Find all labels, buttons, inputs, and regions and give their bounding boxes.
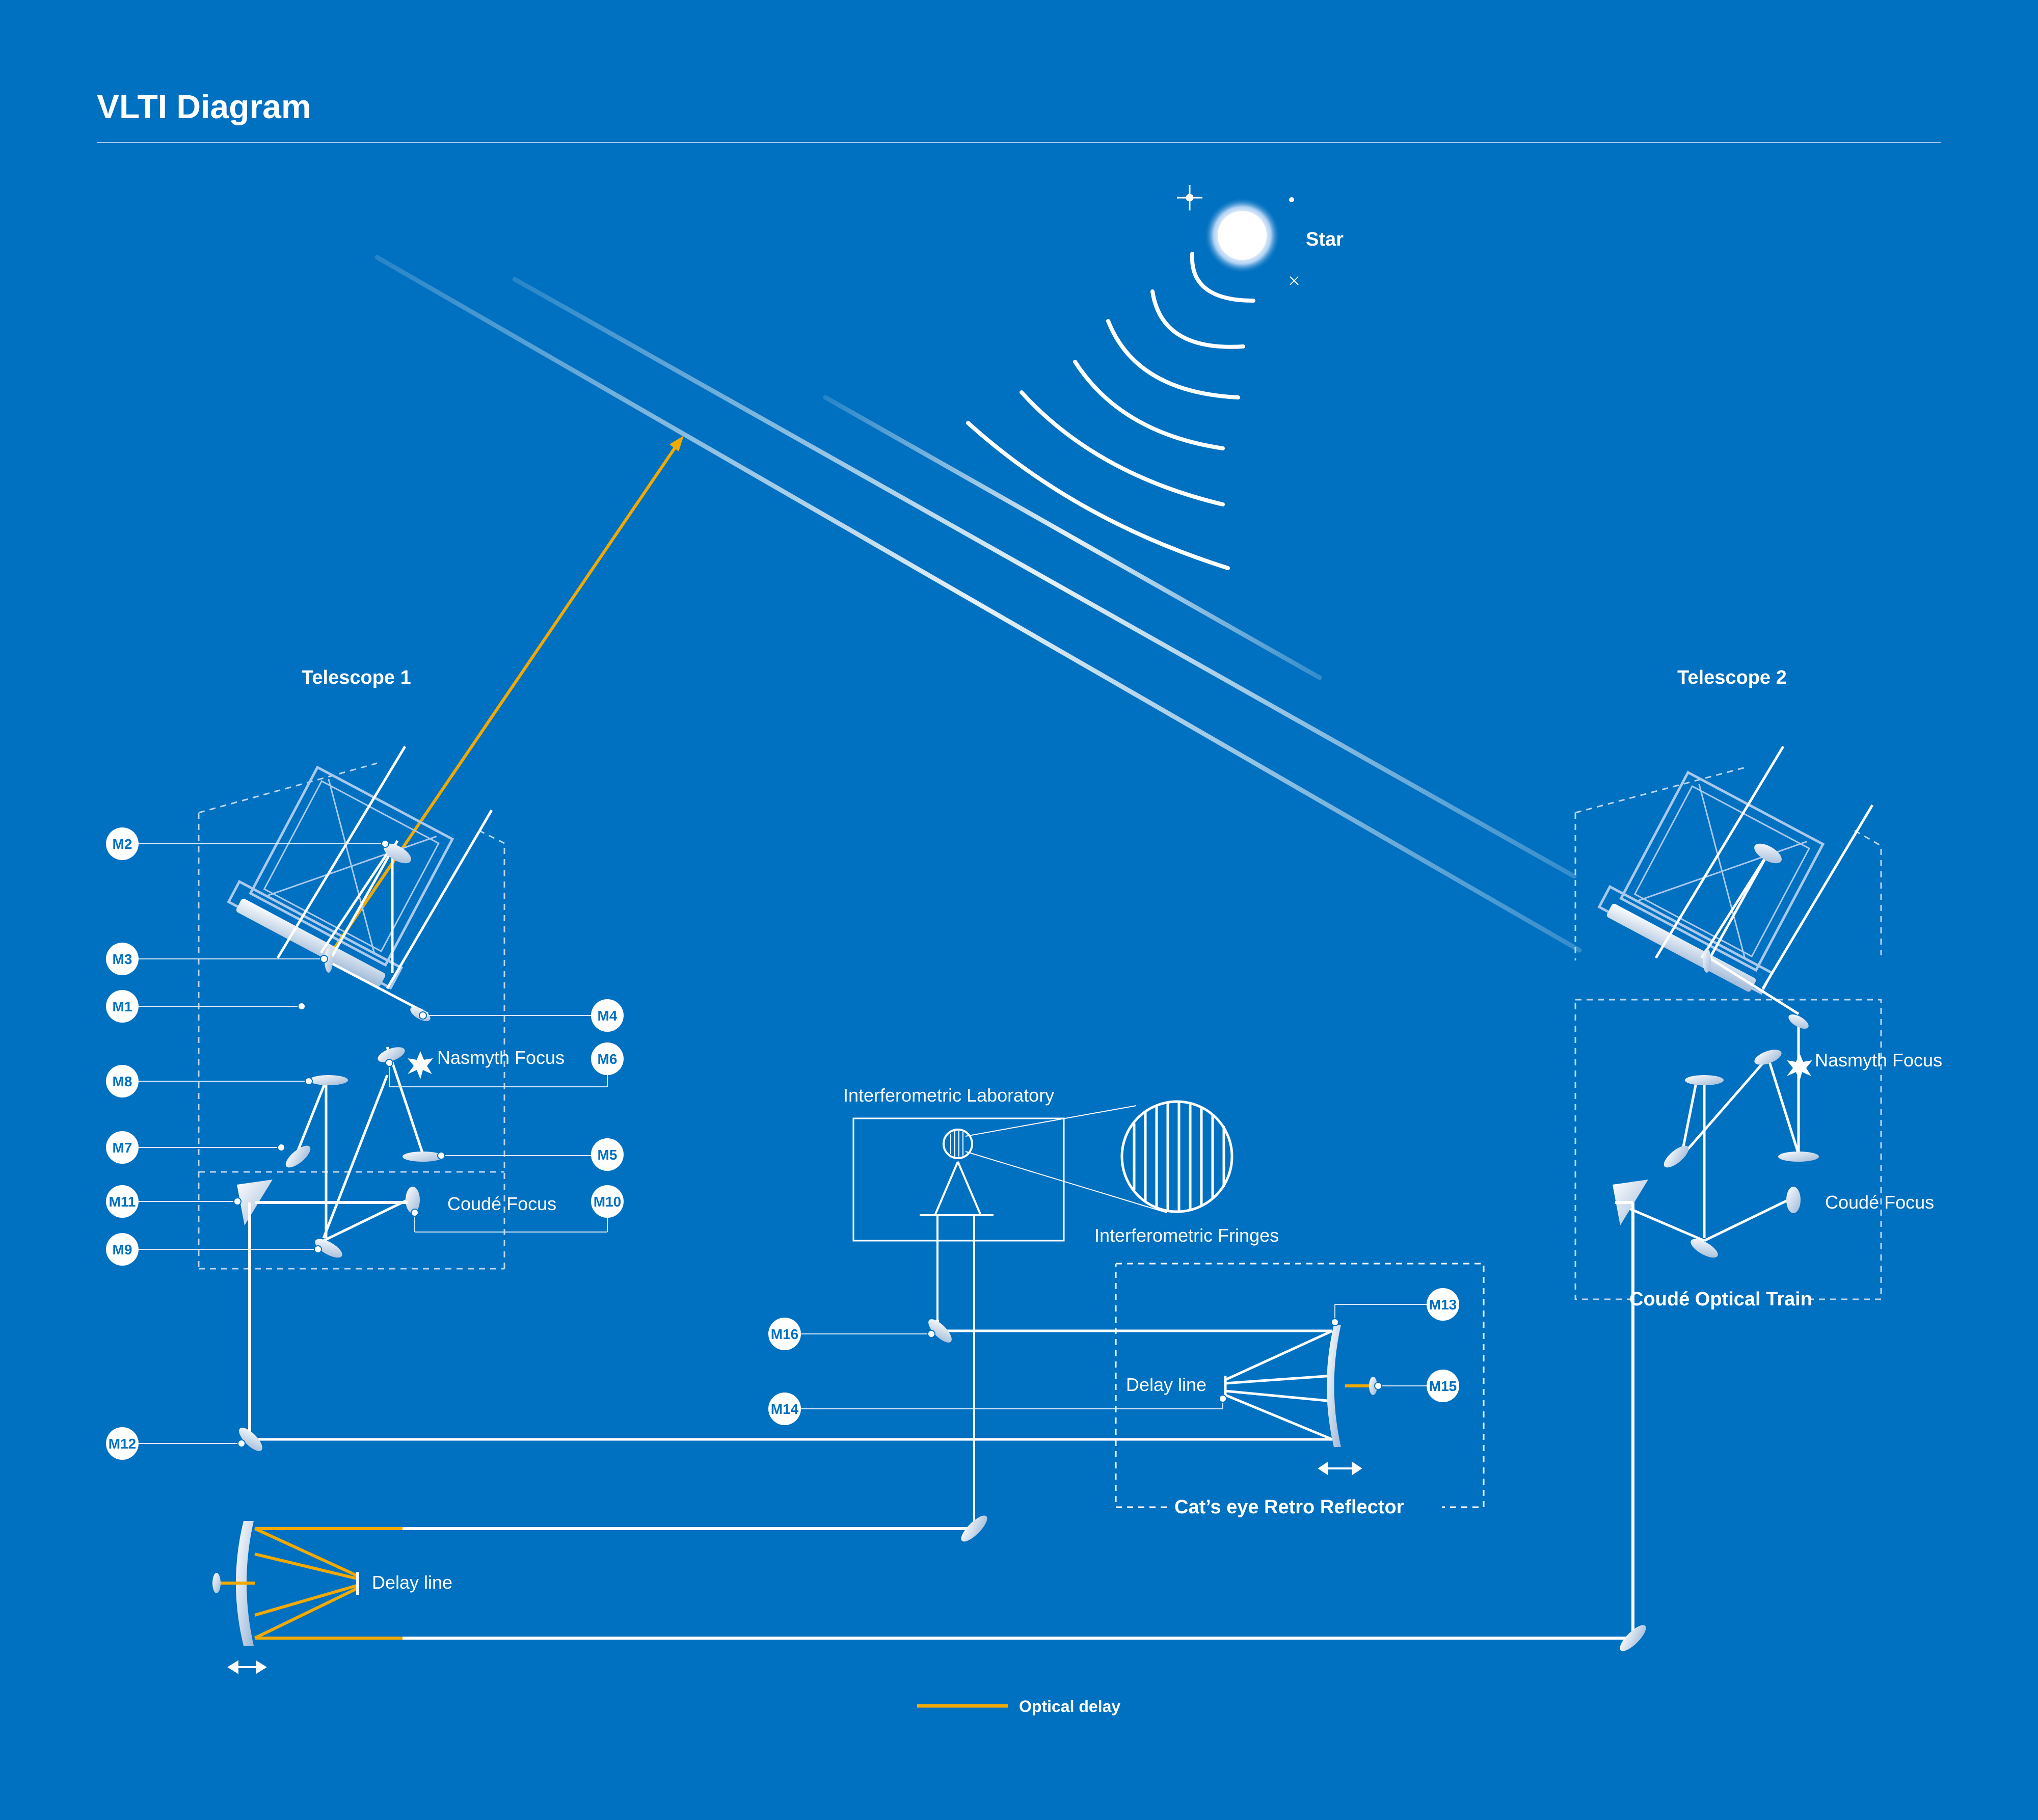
lower-delay-line — [219, 1527, 403, 1640]
delay-line-label-2: Delay line — [372, 1572, 452, 1593]
m1-primary-mirror — [236, 898, 386, 987]
coude-optical-train-box — [1574, 999, 1882, 1300]
m13-mirror — [1327, 1325, 1341, 1447]
svg-text:M5: M5 — [598, 1147, 618, 1163]
svg-text:M8: M8 — [113, 1074, 132, 1089]
svg-text:M11: M11 — [109, 1194, 136, 1210]
nasmyth-focus-2-icon — [1787, 1053, 1812, 1081]
cats-eye-optics — [250, 1329, 1333, 1441]
m12-badge: M12 — [106, 1427, 139, 1460]
coude-focus-label-2: Coudé Focus — [1825, 1192, 1934, 1213]
double-arrow-icon — [1318, 1461, 1362, 1476]
lab-leaders — [122, 1304, 1443, 1444]
svg-text:M15: M15 — [1429, 1378, 1457, 1394]
light-beams — [374, 255, 1582, 953]
svg-text:M12: M12 — [109, 1436, 136, 1452]
wavefronts — [966, 252, 1255, 570]
svg-text:M16: M16 — [771, 1326, 798, 1342]
svg-text:M2: M2 — [113, 836, 132, 852]
nasmyth-focus-label-2: Nasmyth Focus — [1815, 1050, 1942, 1070]
m16-badge: M16 — [768, 1318, 801, 1350]
m1-badge: M1 — [106, 990, 139, 1023]
svg-text:M6: M6 — [598, 1051, 618, 1067]
telescope-1-beams — [276, 745, 493, 1242]
telescope-1-enclosure — [198, 762, 505, 1270]
cats-eye-label: Cat’s eye Retro Reflector — [1174, 1496, 1404, 1518]
page-title: VLTI Diagram — [97, 88, 311, 125]
mirror-badges: M2 M3 M1 M4 M6 M8 M7 M5 M11 M10 M9 M13 M… — [106, 827, 1459, 1460]
m14-badge: M14 — [768, 1393, 801, 1425]
svg-text:M10: M10 — [594, 1194, 621, 1210]
route-mirrors — [239, 1319, 1646, 1651]
beam-combiner-hatch — [950, 1131, 963, 1157]
svg-text:M4: M4 — [598, 1008, 618, 1024]
leader-dots-1 — [233, 840, 445, 1253]
delay-line-label-1: Delay line — [1126, 1374, 1206, 1395]
svg-text:M9: M9 — [113, 1242, 132, 1257]
nasmyth-focus-label-1: Nasmyth Focus — [437, 1047, 565, 1068]
m7-badge: M7 — [106, 1131, 139, 1164]
m8-badge: M8 — [106, 1065, 139, 1098]
star-icon — [1204, 197, 1280, 274]
telescope-1 — [227, 765, 454, 990]
interferometric-fringes-label: Interferometric Fringes — [1094, 1225, 1279, 1246]
sparkle-icon — [1177, 185, 1202, 210]
cats-eye-box — [1115, 1263, 1485, 1508]
nasmyth-focus-1-icon — [408, 1051, 433, 1079]
m11-badge: M11 — [106, 1185, 139, 1218]
m9-badge: M9 — [106, 1233, 139, 1266]
lower-delay-small-mirror — [212, 1573, 221, 1593]
telescope-1-leaders — [122, 843, 608, 1250]
legend: Optical delay — [917, 1697, 1120, 1716]
svg-text:M7: M7 — [113, 1140, 132, 1156]
svg-text:M3: M3 — [113, 951, 132, 967]
m5-badge: M5 — [591, 1138, 624, 1171]
small-star-icon — [1289, 197, 1294, 202]
m15-badge: M15 — [1427, 1370, 1459, 1402]
interferometric-fringes-icon — [1120, 1100, 1233, 1213]
m13-badge: M13 — [1427, 1288, 1459, 1321]
m2-badge: M2 — [106, 827, 139, 860]
optical-delay-arrow — [325, 436, 684, 961]
coude-focus-label-1: Coudé Focus — [447, 1193, 556, 1214]
interferometric-laboratory-label: Interferometric Laboratory — [843, 1085, 1054, 1106]
beam-combiner — [920, 1129, 994, 1529]
telescope-1-mirrors — [237, 843, 443, 1258]
telescope-2-mirrors — [1613, 843, 1819, 1258]
m10-badge: M10 — [591, 1185, 624, 1218]
tiny-star-icon — [1290, 276, 1299, 285]
m6-badge: M6 — [591, 1042, 624, 1075]
svg-text:M14: M14 — [771, 1401, 799, 1417]
double-arrow-icon-2 — [227, 1660, 267, 1674]
svg-text:M1: M1 — [113, 999, 132, 1014]
lab-leader-dots — [237, 1318, 1382, 1448]
coude-optical-train-label: Coudé Optical Train — [1629, 1289, 1812, 1310]
telescope-2-label: Telescope 2 — [1677, 667, 1787, 688]
telescope-2-beams — [1615, 745, 1874, 1242]
svg-text:M13: M13 — [1429, 1297, 1457, 1313]
interferometric-laboratory-box — [852, 1117, 1065, 1242]
beam-routes — [248, 1201, 1634, 1640]
star-label: Star — [1306, 229, 1344, 250]
telescope-2-enclosure — [1574, 766, 1882, 960]
m3-badge: M3 — [106, 943, 139, 975]
m4-badge: M4 — [591, 999, 624, 1032]
fringes-connector — [965, 1105, 1167, 1213]
telescope-1-label: Telescope 1 — [302, 667, 411, 688]
legend-optical-delay-label: Optical delay — [1019, 1697, 1120, 1716]
m15-mirror — [1369, 1377, 1377, 1395]
